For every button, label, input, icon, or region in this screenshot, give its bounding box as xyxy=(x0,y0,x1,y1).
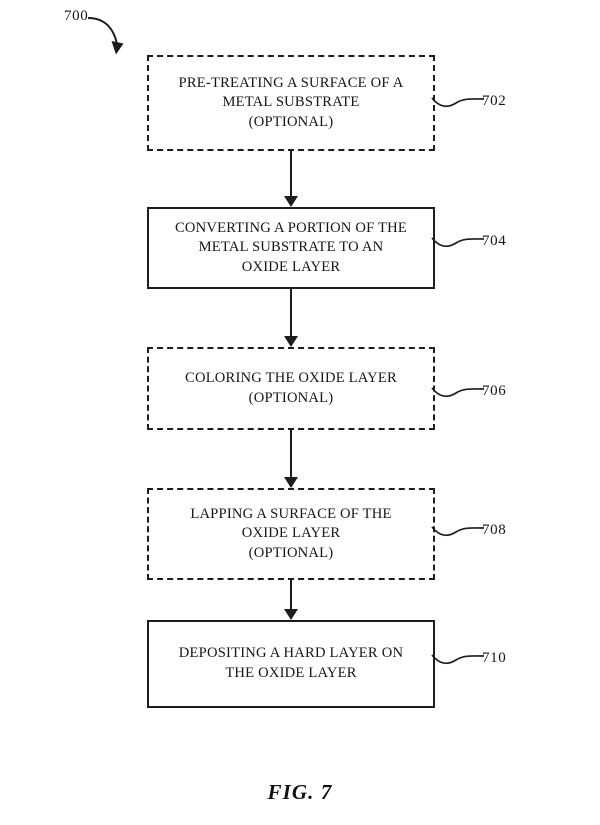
reference-numeral-704: 704 xyxy=(482,233,507,249)
down-arrow-icon xyxy=(284,196,298,207)
flow-step-710-line-1: DEPOSITING A HARD LAYER ON xyxy=(178,645,404,662)
connector-arrow-704-706 xyxy=(283,289,299,347)
flow-step-702-line-2: METAL SUBSTRATE xyxy=(222,94,360,111)
leader-line-702 xyxy=(431,97,485,108)
flow-step-710-line-2: THE OXIDE LAYER xyxy=(225,665,357,681)
flow-step-704-line-1: CONVERTING A PORTION OF THE xyxy=(174,219,408,236)
connector-shaft xyxy=(290,430,292,478)
leader-line-710 xyxy=(431,654,485,665)
connector-shaft xyxy=(290,580,292,610)
flow-step-702[interactable]: PRE-TREATING A SURFACE OF A METAL SUBSTR… xyxy=(147,55,435,151)
leader-line-704 xyxy=(431,237,485,248)
reference-numeral-706: 706 xyxy=(482,383,507,399)
connector-arrow-708-710 xyxy=(283,580,299,620)
connector-arrow-702-704 xyxy=(283,151,299,207)
reference-numeral-708: 708 xyxy=(482,522,507,538)
figure-caption: FIG. 7 xyxy=(267,780,333,804)
flow-step-710[interactable]: DEPOSITING A HARD LAYER ON THE OXIDE LAY… xyxy=(147,620,435,708)
flow-step-706[interactable]: COLORING THE OXIDE LAYER (OPTIONAL) xyxy=(147,347,435,430)
leader-line-708 xyxy=(431,526,485,537)
flow-step-708-line-3: (OPTIONAL) xyxy=(248,544,334,561)
reference-numeral-710: 710 xyxy=(482,650,507,666)
callout-number-700: 700 xyxy=(64,8,89,24)
reference-numeral-702: 702 xyxy=(482,93,507,109)
flow-step-704-line-2: METAL SUBSTRATE TO AN xyxy=(198,239,384,256)
down-arrow-icon xyxy=(284,336,298,347)
flow-step-706-line-2: (OPTIONAL) xyxy=(248,389,334,406)
down-arrow-icon xyxy=(284,609,298,620)
flow-step-702-line-1: PRE-TREATING A SURFACE OF A xyxy=(178,74,404,91)
flow-step-708[interactable]: LAPPING A SURFACE OF THE OXIDE LAYER (OP… xyxy=(147,488,435,580)
flow-step-708-line-2: OXIDE LAYER xyxy=(241,525,341,542)
flow-step-702-line-3: (OPTIONAL) xyxy=(248,113,334,130)
connector-shaft xyxy=(290,151,292,197)
flow-step-704[interactable]: CONVERTING A PORTION OF THE METAL SUBSTR… xyxy=(147,207,435,289)
down-arrow-icon xyxy=(284,477,298,488)
flow-step-704-line-3: OXIDE LAYER xyxy=(241,258,341,275)
connector-arrow-706-708 xyxy=(283,430,299,488)
flow-step-708-line-1: LAPPING A SURFACE OF THE xyxy=(190,505,392,522)
flow-step-706-line-1: COLORING THE OXIDE LAYER xyxy=(185,369,397,386)
curved-arrow-icon xyxy=(87,17,124,55)
connector-shaft xyxy=(290,289,292,337)
leader-line-706 xyxy=(431,387,485,398)
